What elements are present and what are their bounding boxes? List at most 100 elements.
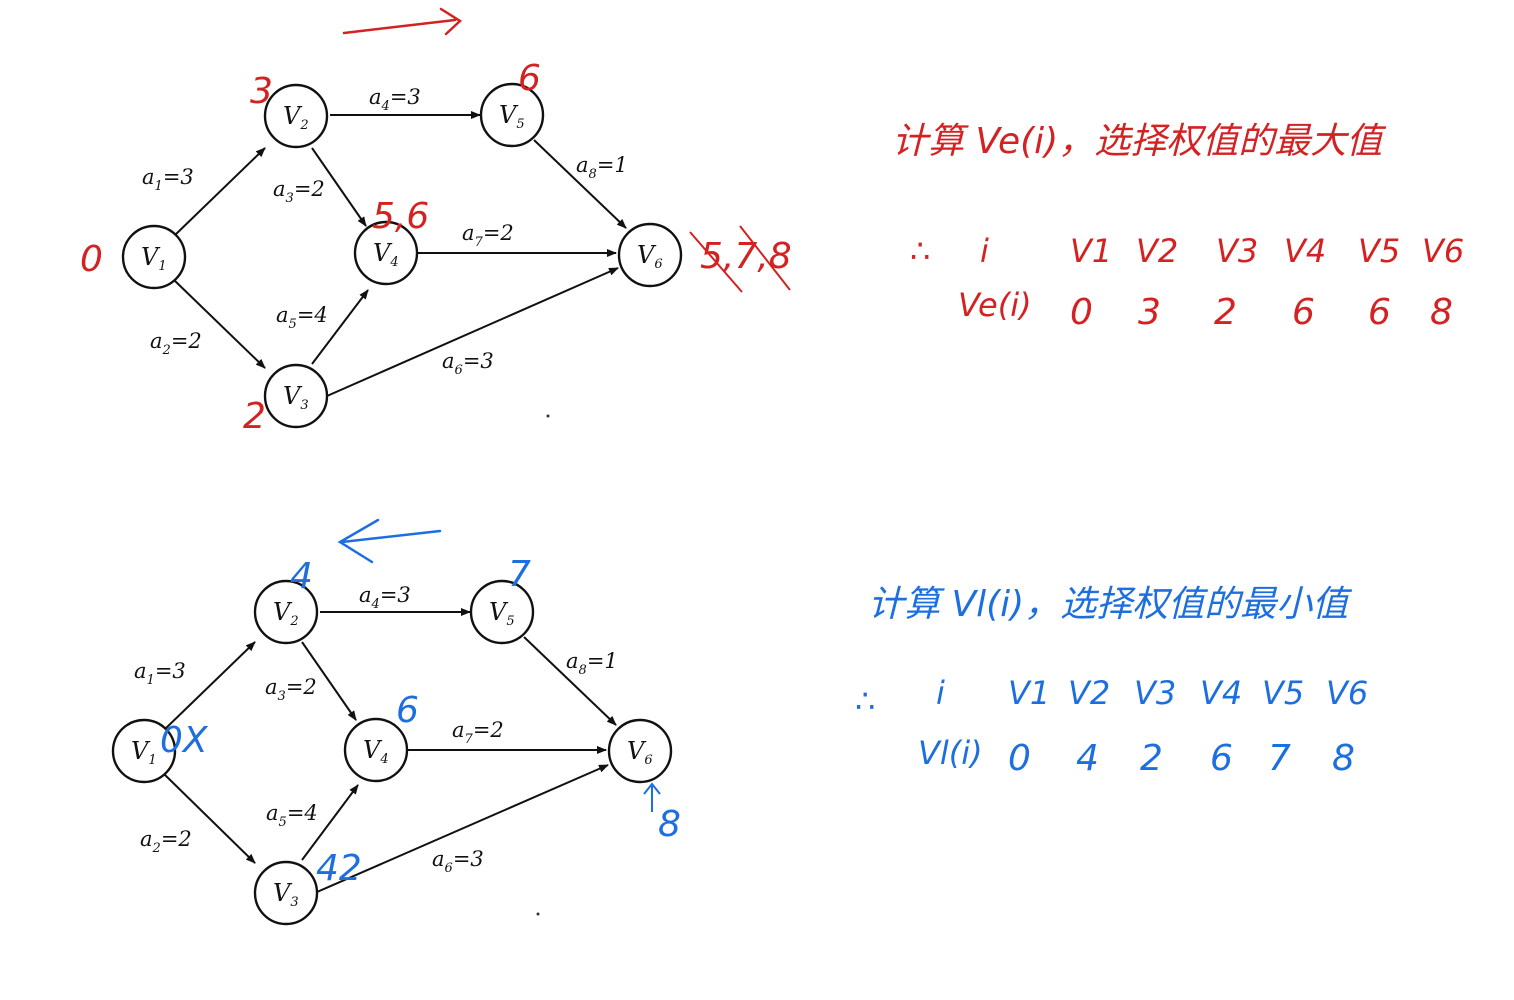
ann-v4: 5,6 [372, 196, 429, 237]
vl-val-v5: 7 [1268, 738, 1291, 779]
ve-col-v3: V3 [1216, 232, 1258, 270]
node-v2: V2 [263, 83, 329, 149]
edge-v3-v4 [311, 289, 369, 365]
vl-row-label: Vl(i) [918, 734, 983, 772]
svg-text:V3: V3 [273, 879, 299, 910]
edge-label-a7: a7=2 [462, 221, 514, 250]
vl-val-v6: 8 [1332, 738, 1355, 779]
ve-col-v4: V4 [1284, 232, 1326, 270]
edge-label-a5: a5=4 [276, 303, 328, 332]
edge-label-a3: a3=2 [273, 177, 325, 206]
ann-v6: 5,7,8 [700, 236, 792, 277]
edge-label-a8-b: a8=1 [566, 649, 618, 678]
svg-text:V5: V5 [489, 598, 515, 629]
node-v1-b: V1 [111, 718, 177, 784]
edge-label-a4: a4=3 [369, 85, 421, 114]
edge-label-a6-b: a6=3 [432, 847, 484, 876]
edge-label-a7-b: a7=2 [452, 718, 504, 747]
ve-notes: 计算 Ve(i)，选择权值的最大值 ∴ i V1 V2 V3 V4 V5 V6 … [892, 121, 1464, 333]
forward-arrow [342, 7, 463, 36]
edge-label-a2: a2=2 [150, 329, 202, 358]
edge-v3-v6-b [316, 764, 609, 893]
edge-v2-v4-b [301, 641, 357, 721]
bottom-annotations: 0X 4 42 6 7 8 [160, 518, 681, 889]
svg-text:V4: V4 [363, 736, 389, 767]
ann-v3: 2 [243, 396, 266, 437]
top-annotations: 0 3 2 5,6 6 5,7,8 [80, 7, 792, 437]
ve-row-label: Ve(i) [958, 286, 1032, 324]
vl-i-label: i [936, 674, 945, 712]
edge-label-a8: a8=1 [576, 153, 628, 182]
node-v2-b: V2 [253, 579, 319, 645]
top-graph: a1=3 a2=2 a3=2 a4=3 a5=4 a6=3 a7=2 a8=1 … [121, 82, 683, 429]
svg-text:V1: V1 [141, 243, 167, 274]
ve-col-v2: V2 [1136, 232, 1178, 270]
bottom-edges [163, 608, 617, 893]
bottom-graph: a1=3 a2=2 a3=2 a4=3 a5=4 a6=3 a7=2 a8=1 … [111, 579, 673, 926]
node-v3-b: V3 [253, 860, 319, 926]
edge-v3-v4-b [301, 784, 359, 861]
svg-text:V1: V1 [131, 737, 157, 768]
svg-text:V6: V6 [627, 737, 653, 768]
edge-v1-v2-b [163, 641, 256, 731]
node-v6-b: V6 [607, 718, 673, 784]
vl-title: 计算 Vl(i)，选择权值的最小值 [868, 584, 1353, 625]
vl-val-v2: 4 [1076, 738, 1099, 779]
edge-label-a5-b: a5=4 [266, 801, 318, 830]
ve-val-v3: 2 [1214, 292, 1237, 333]
vl-col-v6: V6 [1326, 674, 1368, 712]
svg-text:V5: V5 [499, 101, 525, 132]
edge-v5-v6-b [523, 636, 617, 726]
vl-col-v5: V5 [1262, 674, 1304, 712]
svg-text:V3: V3 [283, 382, 309, 413]
top-edge-labels: a1=3 a2=2 a3=2 a4=3 a5=4 a6=3 a7=2 a8=1 [142, 85, 628, 378]
ve-val-v1: 0 [1070, 292, 1093, 333]
stray-dot-b [536, 912, 540, 916]
ann-v2: 3 [250, 71, 273, 112]
ann-v5-b: 7 [508, 554, 531, 595]
vl-val-v4: 6 [1210, 738, 1233, 779]
edge-label-a1-b: a1=3 [134, 659, 186, 688]
edge-v5-v6 [533, 139, 627, 229]
strike-marks [689, 225, 791, 293]
ann-v4-b: 6 [396, 690, 419, 731]
ann-v1-b: 0X [160, 720, 209, 761]
ann-v2-b: 4 [290, 556, 313, 597]
up-tick-v6 [643, 782, 661, 812]
ve-col-v5: V5 [1358, 232, 1400, 270]
vl-col-v2: V2 [1068, 674, 1110, 712]
vl-col-v4: V4 [1200, 674, 1242, 712]
ann-v3-b: 42 [316, 848, 362, 889]
top-nodes: V1 V2 V3 V4 V5 V6 [121, 82, 683, 429]
stray-dot [546, 414, 550, 418]
edge-v1-v3-b [163, 773, 256, 864]
vl-val-v3: 2 [1140, 738, 1163, 779]
vl-col-v3: V3 [1134, 674, 1176, 712]
node-v1: V1 [121, 224, 187, 290]
ve-val-v4: 6 [1292, 292, 1315, 333]
vl-notes: 计算 Vl(i)，选择权值的最小值 ∴ i V1 V2 V3 V4 V5 V6 … [855, 584, 1368, 779]
node-v5: V5 [479, 82, 545, 148]
svg-text:V6: V6 [637, 241, 663, 272]
ve-therefore: ∴ [910, 232, 930, 270]
ve-col-v6: V6 [1422, 232, 1464, 270]
ve-val-v2: 3 [1138, 292, 1161, 333]
top-edges [173, 111, 627, 397]
ann-v6-b: 8 [658, 804, 681, 845]
svg-text:V4: V4 [373, 239, 399, 270]
svg-text:V2: V2 [283, 102, 309, 133]
ve-val-v6: 8 [1430, 292, 1453, 333]
svg-text:V2: V2 [273, 598, 299, 629]
bottom-edge-labels: a1=3 a2=2 a3=2 a4=3 a5=4 a6=3 a7=2 a8=1 [134, 583, 618, 876]
edge-v3-v6 [326, 267, 619, 397]
ann-v1: 0 [80, 239, 103, 280]
ve-col-v1: V1 [1070, 232, 1112, 270]
edge-label-a3-b: a3=2 [265, 675, 317, 704]
vl-therefore: ∴ [855, 682, 875, 720]
node-v3: V3 [263, 363, 329, 429]
node-v5-b: V5 [469, 579, 535, 645]
node-v4: V4 [353, 220, 419, 286]
node-v6: V6 [617, 222, 683, 288]
edge-label-a6: a6=3 [442, 349, 494, 378]
edge-label-a1: a1=3 [142, 165, 194, 194]
